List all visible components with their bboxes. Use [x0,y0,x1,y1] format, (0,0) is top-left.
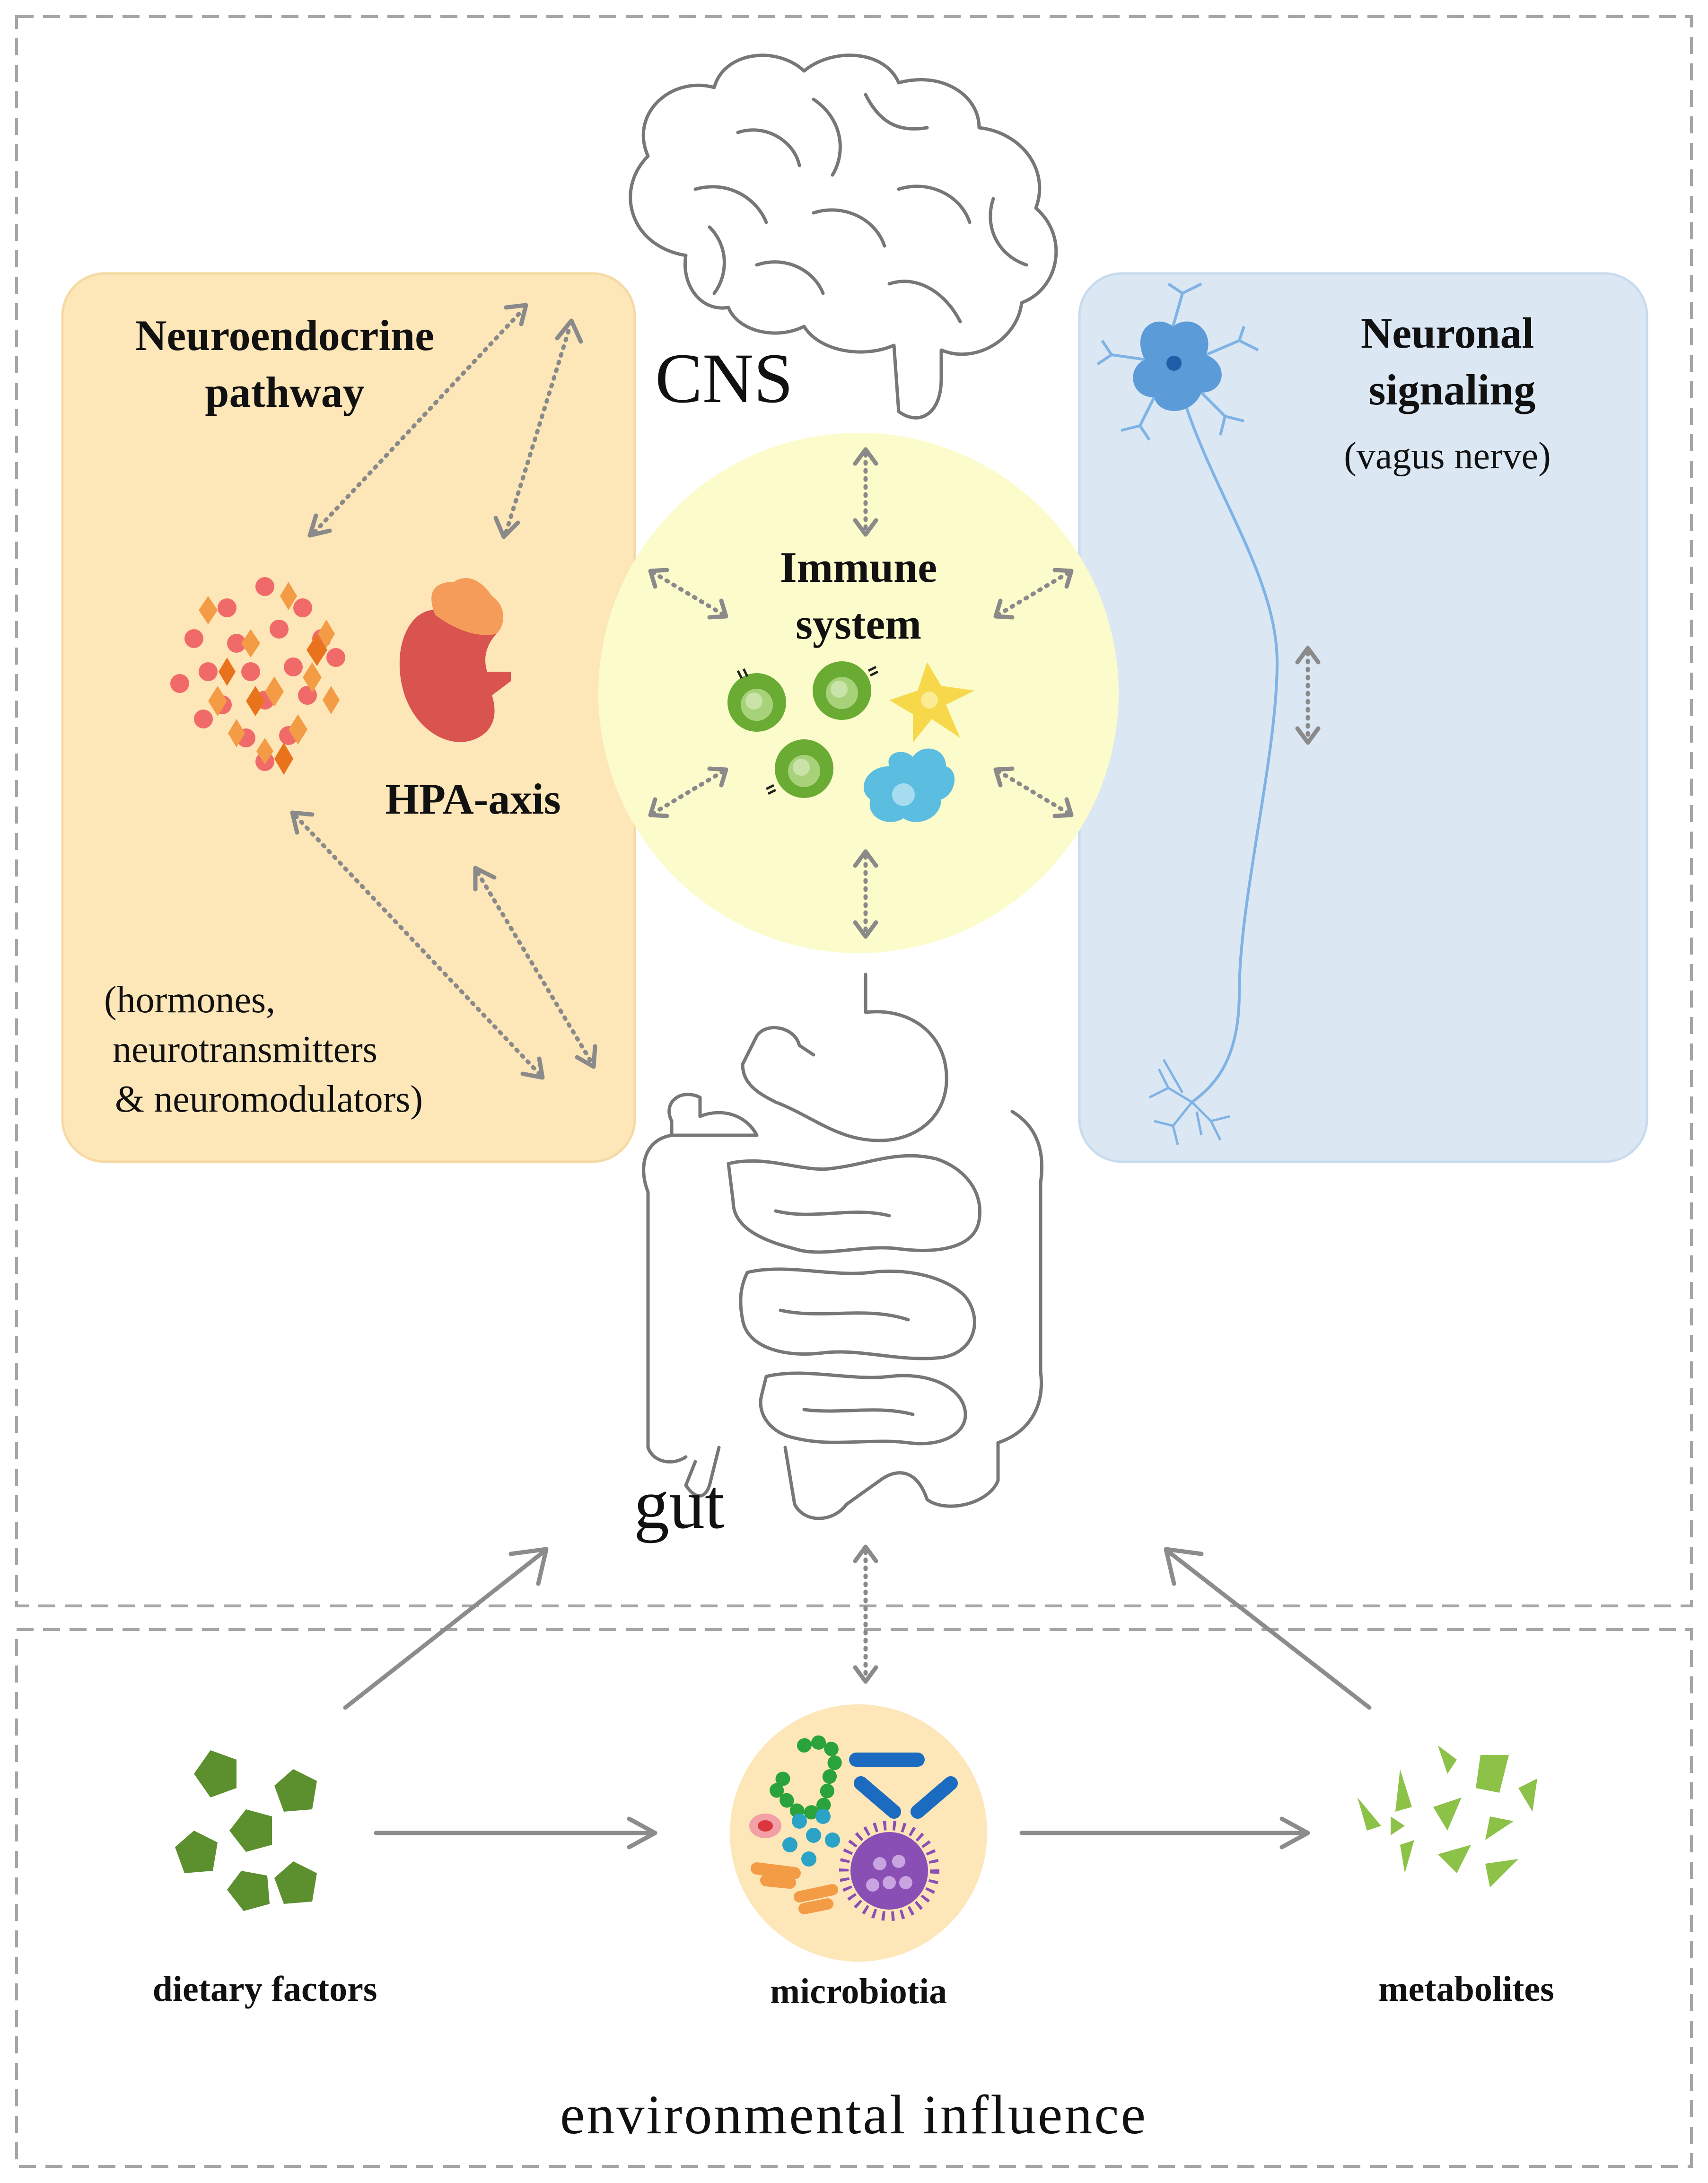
kidney-adrenal-icon [399,578,511,742]
neuron-icon [1096,282,1279,1145]
immune-title-line2: system [796,600,921,648]
neuronal-title-line2: signaling [1369,366,1536,414]
metabolites-label: metabolites [1378,1969,1554,2009]
solid-arrows [343,1547,1372,1850]
cns-label: CNS [655,339,793,418]
immune-cells-icon [727,661,974,822]
neuroendocrine-note-line2: neurotransmitters [113,1029,377,1070]
gut-label: gut [634,1465,725,1543]
environmental-influence-label: environmental influence [560,2084,1147,2146]
neuroendocrine-title-line2: pathway [205,368,364,416]
upper-dashed-frame [15,15,1693,1607]
metabolites-icon [1358,1745,1537,1887]
immune-title-line1: Immune [780,543,937,591]
microbiotia-label: microbiotia [770,1972,947,2011]
hormones-icon [170,577,345,775]
gut-icon [642,973,1043,1520]
neuroendocrine-title-line1: Neuroendocrine [135,311,434,359]
neuroendocrine-note-line3: & neuromodulators) [115,1078,423,1120]
neuronal-note: (vagus nerve) [1344,435,1551,477]
dotted-arrows [290,303,1321,1684]
microbiota-icon [730,1704,987,1962]
dietary-factors-label: dietary factors [153,1969,377,2009]
neuronal-title-line1: Neuronal [1361,309,1534,357]
lower-dashed-frame [15,1628,1693,2168]
neuroendocrine-note-line1: (hormones, [104,979,275,1021]
dietary-factors-icon [175,1750,317,1911]
hpa-axis-label: HPA-axis [385,775,561,823]
brain-icon [629,53,1058,420]
